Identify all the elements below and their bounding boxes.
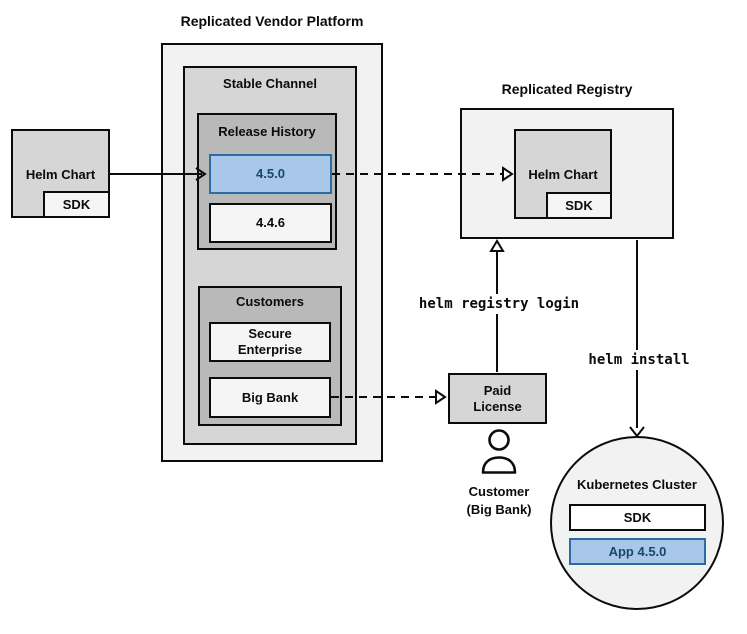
customer-item-label: Big Bank	[241, 389, 299, 405]
kubernetes-cluster-label: Kubernetes Cluster	[577, 477, 697, 492]
vendor-platform-title: Replicated Vendor Platform	[180, 13, 364, 29]
arrow-registry-to-cluster	[629, 240, 645, 438]
registry-sdk-box: SDK	[546, 192, 612, 219]
cluster-sdk-box: SDK	[569, 504, 706, 531]
customer-org: (Big Bank)	[466, 502, 532, 517]
release-version-label: 4.5.0	[256, 166, 285, 181]
customer-big-bank: Big Bank	[209, 377, 331, 418]
release-version-label: 4.4.6	[256, 215, 285, 230]
sdk-label: SDK	[623, 509, 652, 525]
paid-license-label: Paid License	[473, 382, 522, 414]
customer-name: Customer	[468, 484, 530, 499]
customer-secure-enterprise: Secure Enterprise	[209, 322, 331, 362]
source-helm-chart-label: Helm Chart	[25, 167, 96, 182]
stable-channel-label: Stable Channel	[223, 76, 317, 91]
customer-caption: Customer (Big Bank)	[439, 483, 559, 519]
cluster-app-box: App 4.5.0	[569, 538, 706, 565]
source-sdk-box: SDK	[43, 191, 110, 218]
cmd-helm-registry-login: helm registry login	[399, 294, 599, 314]
cmd-helm-install: helm install	[560, 350, 718, 370]
paid-license-box: Paid License	[448, 373, 547, 424]
customer-item-label: Secure Enterprise	[237, 326, 303, 357]
cluster-app-label: App 4.5.0	[608, 543, 667, 559]
registry-helm-chart-label: Helm Chart	[528, 167, 598, 182]
release-version-4-4-6: 4.4.6	[209, 203, 332, 243]
sdk-label: SDK	[62, 196, 91, 212]
customer-person-icon	[481, 429, 517, 474]
release-version-4-5-0: 4.5.0	[209, 154, 332, 194]
sdk-label: SDK	[565, 197, 593, 213]
registry-title: Replicated Registry	[501, 81, 633, 97]
customers-label: Customers	[236, 294, 304, 309]
release-history-label: Release History	[218, 124, 316, 139]
